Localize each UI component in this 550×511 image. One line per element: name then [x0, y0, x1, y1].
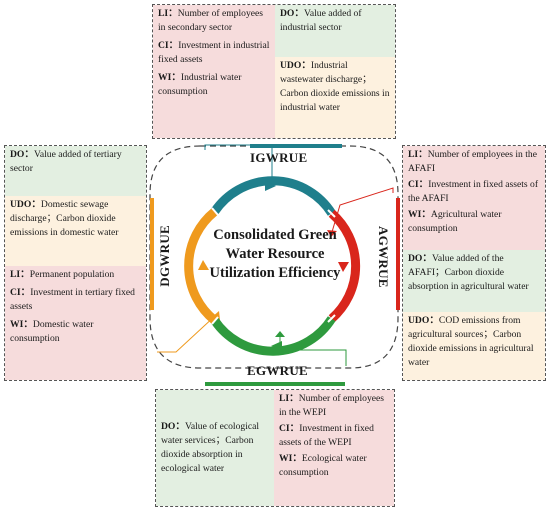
center-title-line3: Utilization Efficiency	[209, 265, 341, 281]
dgwrue-bar	[150, 198, 154, 310]
dgwrue-inputs: LI：Permanent population CI：Investment in…	[5, 266, 146, 380]
ring-arrow-top	[265, 180, 276, 191]
dgwrue-ci: CI：Investment in tertiary fixed assets	[10, 287, 135, 312]
dgwrue-li: LI：Permanent population	[10, 269, 115, 280]
agwrue-ci: CI：Investment in fixed assets of the AFA…	[408, 179, 539, 204]
igwrue-inputs: LI：Number of employees in secondary sect…	[153, 5, 275, 138]
ring-segment-igwrue	[210, 176, 336, 216]
agwrue-wi: WI：Agricultural water consumption	[408, 209, 502, 234]
ring-segment-agwrue	[328, 209, 361, 323]
ring-arrow-left	[198, 260, 209, 270]
agwrue-do: DO：Value added of the AFAFI；Carbon dioxi…	[403, 250, 545, 312]
agwrue-connector-arrow	[327, 230, 337, 237]
egwrue-panel: DO：Value of ecological water services；Ca…	[155, 389, 395, 507]
agwrue-udo: UDO：COD emissions from agricultural sour…	[403, 312, 545, 380]
ring-segment-egwrue	[210, 316, 336, 356]
agwrue-li: LI：Number of employees in the AFAFI	[408, 149, 537, 174]
agwrue-bar	[396, 198, 400, 310]
igwrue-bar	[250, 144, 342, 148]
egwrue-wi: WI：Ecological water consumption	[279, 453, 367, 478]
center-title-line2: Water Resource	[225, 246, 325, 262]
dashed-frame	[149, 145, 399, 369]
igwrue-panel: LI：Number of employees in secondary sect…	[152, 4, 396, 139]
egwrue-ci: CI：Investment in fixed assets of the WEP…	[279, 423, 374, 448]
igwrue-do: DO：Value added of industrial sector	[275, 5, 395, 57]
dgwrue-connector	[157, 314, 217, 353]
ring-segment-dgwrue	[184, 208, 218, 324]
ring-arrow-bottom	[271, 341, 282, 352]
dgwrue-panel: DO：Value added of tertiary sector UDO：Do…	[4, 145, 147, 381]
egwrue-li: LI：Number of employees in the WEPI	[279, 393, 384, 418]
agwrue-label: AGWRUE	[376, 226, 391, 288]
agwrue-inputs: LI：Number of employees in the AFAFI CI：I…	[403, 146, 545, 250]
agwrue-panel: LI：Number of employees in the AFAFI CI：I…	[402, 145, 546, 381]
egwrue-connector-arrow	[275, 331, 285, 337]
egwrue-label: EGWRUE	[247, 363, 309, 378]
center-title: Consolidated Green Water Resource Utiliz…	[205, 226, 345, 283]
igwrue-label: IGWRUE	[250, 150, 308, 165]
dgwrue-wi: WI：Domestic water consumption	[10, 319, 94, 344]
egwrue-bar	[205, 382, 345, 386]
egwrue-inputs: LI：Number of employees in the WEPI CI：In…	[274, 390, 394, 506]
center-title-line1: Consolidated Green	[213, 227, 337, 243]
igwrue-ci: CI：Investment in industrial fixed assets	[158, 40, 270, 65]
egwrue-do: DO：Value of ecological water services；Ca…	[156, 390, 274, 506]
igwrue-wi: WI：Industrial water consumption	[158, 72, 242, 97]
dgwrue-udo: UDO：Domestic sewage discharge；Carbon dio…	[5, 196, 146, 266]
igwrue-connector	[204, 144, 273, 183]
dgwrue-do: DO：Value added of tertiary sector	[5, 146, 146, 196]
igwrue-udo: UDO：Industrial wastewater discharge；Carb…	[275, 57, 395, 138]
igwrue-li: LI：Number of employees in secondary sect…	[158, 8, 263, 33]
ring-arrow-right	[338, 262, 349, 272]
dgwrue-label: DGWRUE	[157, 225, 172, 287]
